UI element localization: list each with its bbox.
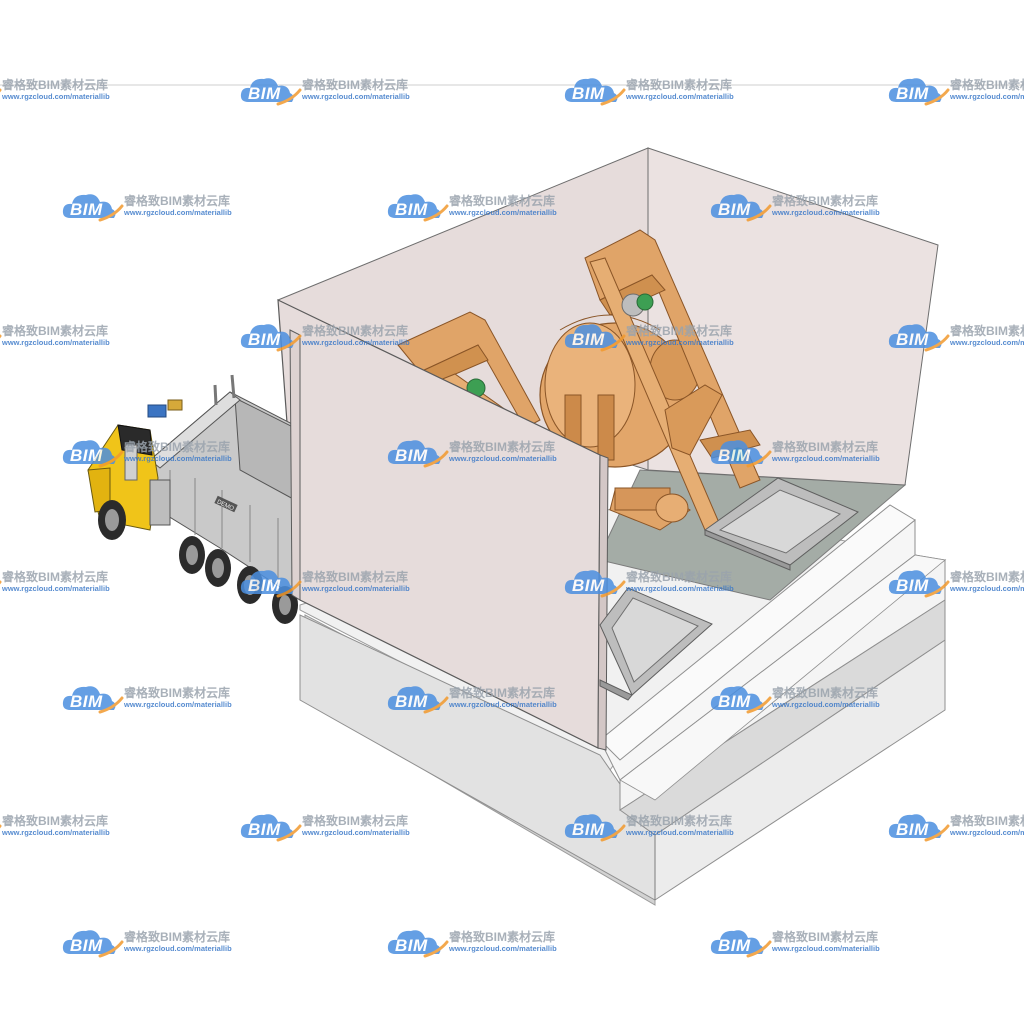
- front-bin: [599, 587, 713, 701]
- wall-edge: [289, 329, 301, 601]
- dump-truck: DEMO: [87, 374, 301, 624]
- ball-mill-assembly: [397, 229, 761, 531]
- green-bearing-right: [636, 293, 654, 311]
- room-front-wall: [277, 299, 609, 751]
- motor-block: [609, 487, 691, 531]
- mill-drum: [539, 314, 701, 468]
- right-bin: [703, 477, 859, 571]
